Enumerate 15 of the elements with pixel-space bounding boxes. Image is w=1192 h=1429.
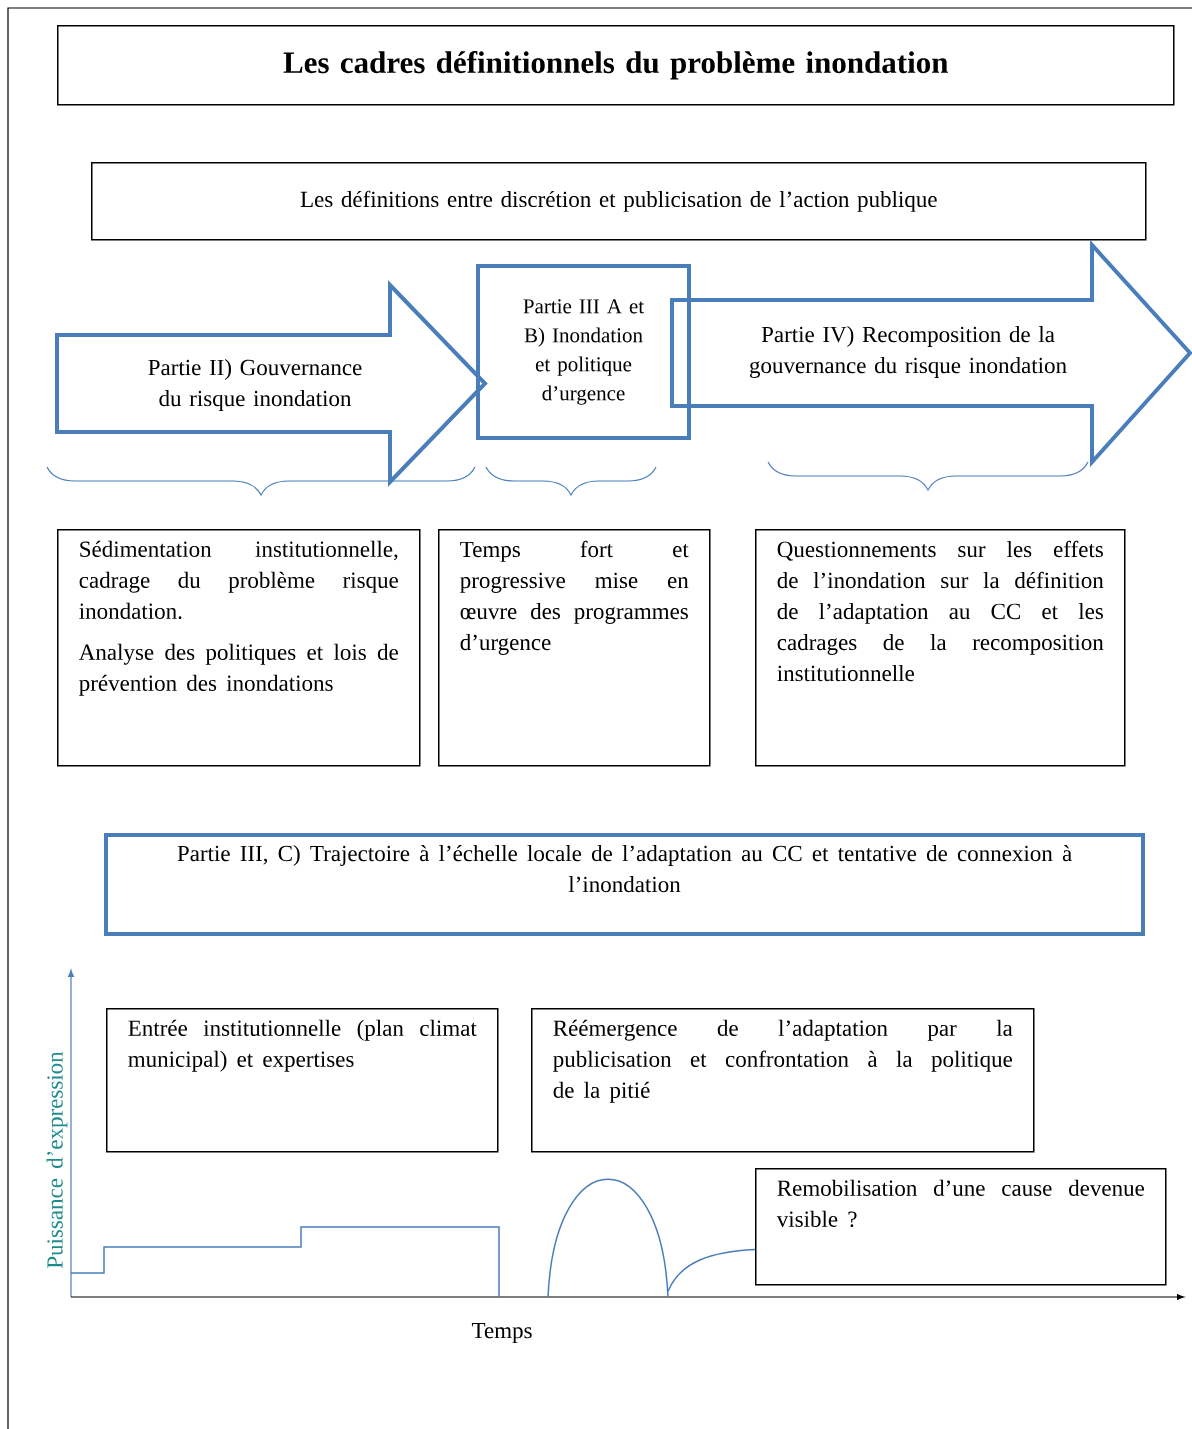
text-box: Réémergence de l’adaptation par la publicisation et confrontation à la politique de la pitié bbox=[531, 1008, 1035, 1153]
text-box: Sédimentation institutionnelle, cadrage du problème risque inondation. Analyse des politiques et lois de prévention des inondations bbox=[57, 529, 421, 767]
curve-line bbox=[667, 1248, 756, 1293]
arrow-box: Partie II) Gouvernance du risque inondation bbox=[55, 280, 488, 487]
process-box: Partie III A et B) Inondation et politique d’urgence bbox=[476, 264, 691, 440]
title-box: Les cadres définitionnels du problème inondation bbox=[57, 25, 1175, 106]
text-box: Les définitions entre discrétion et publicisation de l’action publique bbox=[91, 162, 1147, 241]
axis-label: Temps bbox=[471, 1323, 532, 1343]
axis-label: Puissance d’expression bbox=[46, 1051, 68, 1269]
text-box: Temps fort et progressive mise en œuvre des programmes d’urgence bbox=[438, 529, 711, 767]
arrow-box: Partie IV) Recomposition de la gouvernance du risque inondation bbox=[670, 239, 1192, 468]
text-box: Entrée institutionnelle (plan climat municipal) et expertises bbox=[106, 1008, 499, 1153]
text-box: Remobilisation d’une cause devenue visible ? bbox=[755, 1168, 1167, 1286]
process-box: Partie III, C) Trajectoire à l’échelle locale de l’adaptation au CC et tentative de connexion à l’inondation bbox=[104, 833, 1145, 936]
text-box: Questionnements sur les effets de l’inondation sur la définition de l’adaptation au CC et les cadrages de la recomposition institutionnelle bbox=[755, 529, 1126, 767]
